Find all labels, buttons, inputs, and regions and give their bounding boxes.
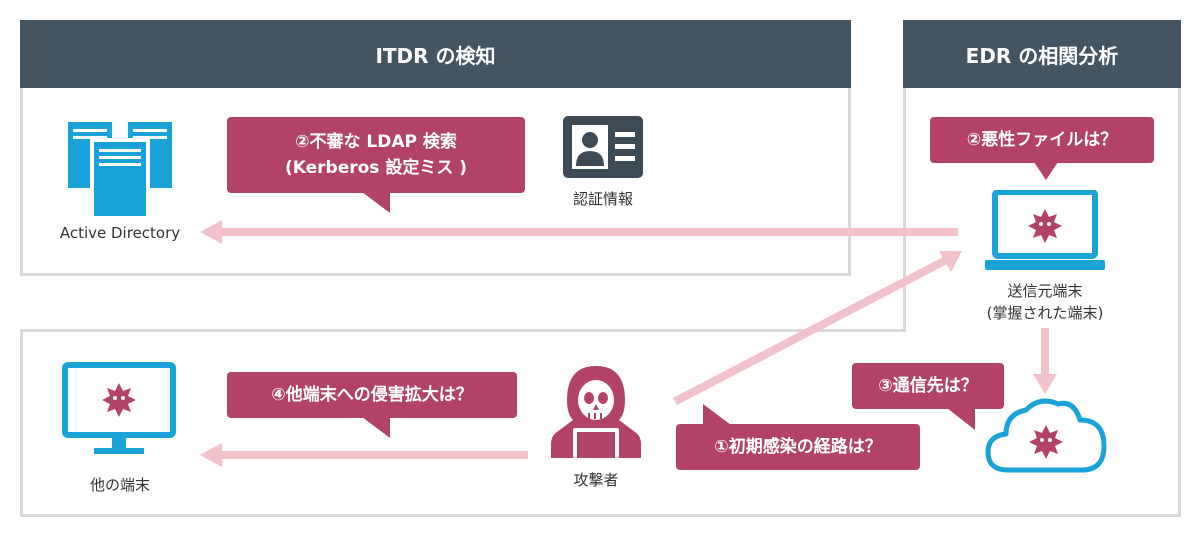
monitor-icon	[62, 362, 176, 454]
bottom-panel-top-edge	[20, 329, 906, 332]
ldap-callout-line2: (Kerberos 設定ミス )	[284, 158, 468, 178]
edr-header: EDR の相関分析	[903, 20, 1181, 88]
itdr-header: ITDR の検知	[20, 20, 851, 88]
comm-dest-callout: ③通信先は？	[852, 363, 1004, 409]
edr-inner-left-edge	[903, 20, 906, 332]
lateral-movement-callout: ④他端末への侵害拡大は？	[227, 372, 517, 418]
comm-dest-callout-tail	[947, 408, 975, 430]
laptop-icon	[985, 190, 1105, 270]
attacker-label: 攻撃者	[573, 471, 619, 489]
ldap-search-callout: ②不審な LDAP 検索 (Kerberos 設定ミス )	[227, 117, 525, 193]
server-icon	[68, 122, 172, 218]
malicious-file-callout: ②悪性ファイルは？	[930, 117, 1154, 163]
lateral-callout-tail	[362, 417, 390, 438]
source-device-line1: 送信元端末	[1007, 282, 1083, 300]
hacker-icon	[551, 366, 641, 458]
initial-callout-tail	[703, 404, 731, 425]
initial-infection-callout: ①初期感染の経路は？	[676, 424, 920, 470]
ldap-callout-tail	[362, 192, 390, 213]
id-card-icon	[563, 116, 643, 178]
cloud-icon	[985, 398, 1107, 473]
ldap-callout-line1: ②不審な LDAP 検索	[295, 132, 457, 152]
malicious-callout-tail	[1034, 162, 1058, 180]
other-device-label: 他の端末	[89, 476, 150, 494]
source-device-line2: (掌握された端末)	[986, 304, 1104, 322]
credentials-label: 認証情報	[572, 190, 633, 208]
active-directory-label: Active Directory	[59, 224, 181, 242]
source-device-label: 送信元端末 (掌握された端末)	[955, 280, 1135, 324]
